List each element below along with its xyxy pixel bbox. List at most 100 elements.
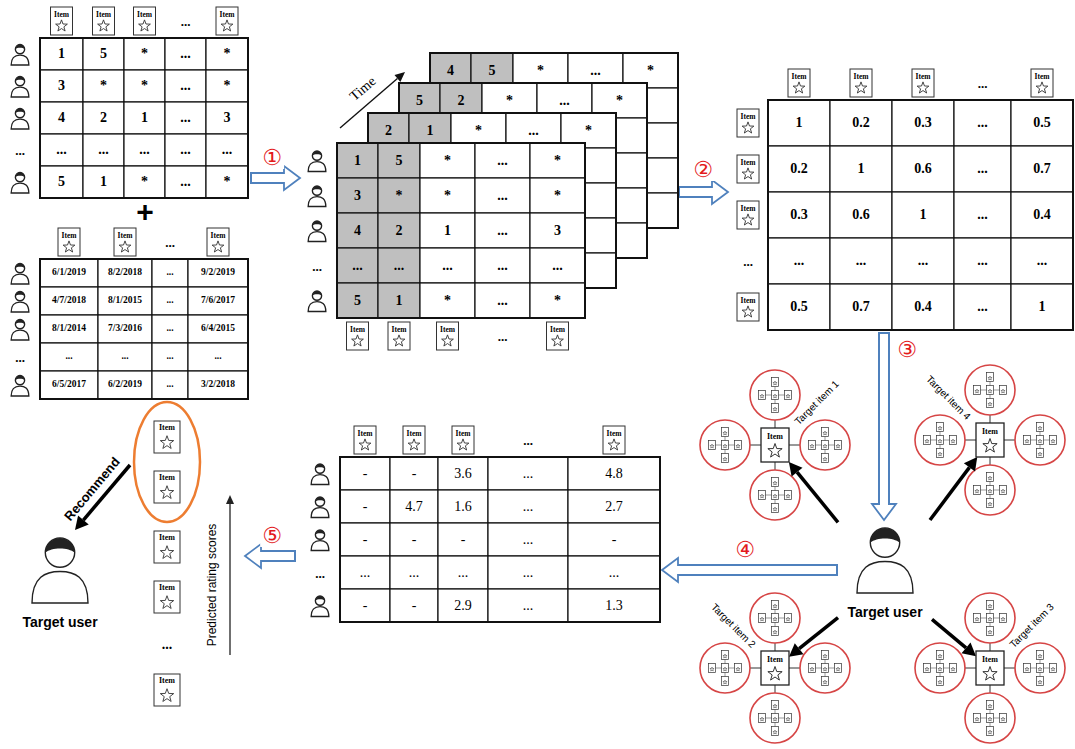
tiny-item-icon [1000, 486, 1007, 495]
tiny-item-icon [709, 441, 716, 450]
tiny-item-icon [822, 441, 829, 450]
matrix-cell: 5 [100, 47, 107, 61]
item-icon-label: Item [159, 534, 175, 542]
item-icon [134, 7, 156, 35]
matrix-border [340, 457, 660, 622]
user-hair [312, 291, 321, 296]
user-hair [312, 151, 321, 156]
tiny-item-icon [1037, 664, 1044, 673]
matrix-cell-box [152, 259, 188, 287]
star-symbol [938, 452, 942, 456]
tiny-item-icon [735, 441, 742, 450]
process-arrow [245, 544, 296, 568]
matrix-cell: ... [977, 116, 988, 130]
arrow-line [797, 472, 838, 522]
arrow [789, 462, 838, 522]
matrix-cell-box [438, 490, 488, 523]
star-symbol [773, 717, 777, 721]
matrix-cell-box [378, 178, 420, 213]
matrix-cell-box [488, 490, 568, 523]
tiny-item-icon [772, 378, 779, 387]
matrix-cell-box [1011, 192, 1073, 238]
matrix-cell: 8/2/2018 [108, 268, 142, 278]
matrix-cell-box [98, 371, 152, 399]
star-symbol [988, 604, 992, 608]
matrix-cell: ... [166, 268, 173, 278]
tiny-item-icon [1000, 386, 1007, 395]
star-symbol [723, 654, 727, 658]
tiny-item-icon [822, 677, 829, 686]
star-symbol [393, 335, 405, 346]
item-icon [850, 69, 872, 97]
matrix-cell: 2 [396, 224, 403, 238]
neighbour-circle [915, 643, 965, 693]
tiny-item-icon [759, 491, 766, 500]
matrix-cell-box [40, 343, 98, 371]
item-network [915, 593, 1065, 743]
item-icon [51, 7, 73, 35]
user-node: Target user [10, 530, 110, 650]
matrix-cell: ... [794, 254, 805, 268]
tiny-item-icon [785, 491, 792, 500]
tiny-item-icon [987, 714, 994, 723]
matrix-cell-box [152, 287, 188, 315]
matrix-cell-box [475, 178, 530, 213]
star-symbol [988, 502, 992, 506]
star-symbol [1038, 426, 1042, 430]
tiny-item-icon [1037, 423, 1044, 432]
matrix-cell: ... [523, 533, 534, 547]
matrix-cell: ... [180, 111, 191, 125]
item-icon [216, 7, 238, 35]
matrix-cell-box [378, 248, 420, 283]
tiny-item-icon [1024, 436, 1031, 445]
star-symbol [742, 214, 754, 225]
user-icon [11, 77, 29, 97]
item-icon-label: Item [440, 326, 455, 334]
arrow-head [789, 643, 804, 657]
tiny-item-icon [937, 677, 944, 686]
user-icon [308, 186, 326, 206]
matrix-cell: 0.5 [790, 300, 808, 314]
user-head [870, 528, 899, 557]
tiny-item-icon [772, 491, 779, 500]
matrix-cell-box [188, 259, 248, 287]
matrix-cell: 4.8 [605, 467, 623, 481]
matrix-cell: 4/7/2018 [52, 296, 86, 306]
matrix-cell-box [830, 238, 892, 284]
matrix-cell-box [40, 315, 98, 343]
user-head [15, 320, 24, 329]
user-head [15, 292, 24, 301]
matrix-cell: * [224, 79, 231, 93]
matrix-cell-box [40, 70, 83, 102]
matrix-cell-box [892, 284, 954, 330]
node-shape [4, 4, 250, 200]
star-symbol [786, 717, 790, 721]
user-icon [308, 151, 326, 171]
item-network [700, 593, 850, 743]
neighbour-circle [800, 643, 850, 693]
matrix-grid [337, 143, 585, 318]
user-hair [15, 77, 24, 82]
matrix-cell: 1 [444, 224, 451, 238]
user-hair [15, 109, 24, 114]
tiny-item-icon [1000, 714, 1007, 723]
tiny-item-icon [987, 473, 994, 482]
arrow [932, 619, 976, 656]
star-symbol [938, 680, 942, 684]
matrix-cell-box [954, 100, 1011, 146]
star-symbol [710, 444, 714, 448]
user-body [311, 607, 329, 617]
star-symbol [975, 489, 979, 493]
star-symbol [119, 241, 131, 252]
link-line [965, 440, 976, 441]
star-symbol [786, 494, 790, 498]
tiny-item-icon [772, 627, 779, 636]
tiny-item-icon [772, 391, 779, 400]
user-body [11, 330, 29, 340]
user-label: Target user [22, 615, 97, 629]
user-icon [11, 320, 29, 340]
item-icon-label: Item [159, 677, 175, 685]
user-body [308, 232, 326, 242]
arrow [789, 618, 838, 657]
matrix-cell: * [647, 64, 654, 78]
